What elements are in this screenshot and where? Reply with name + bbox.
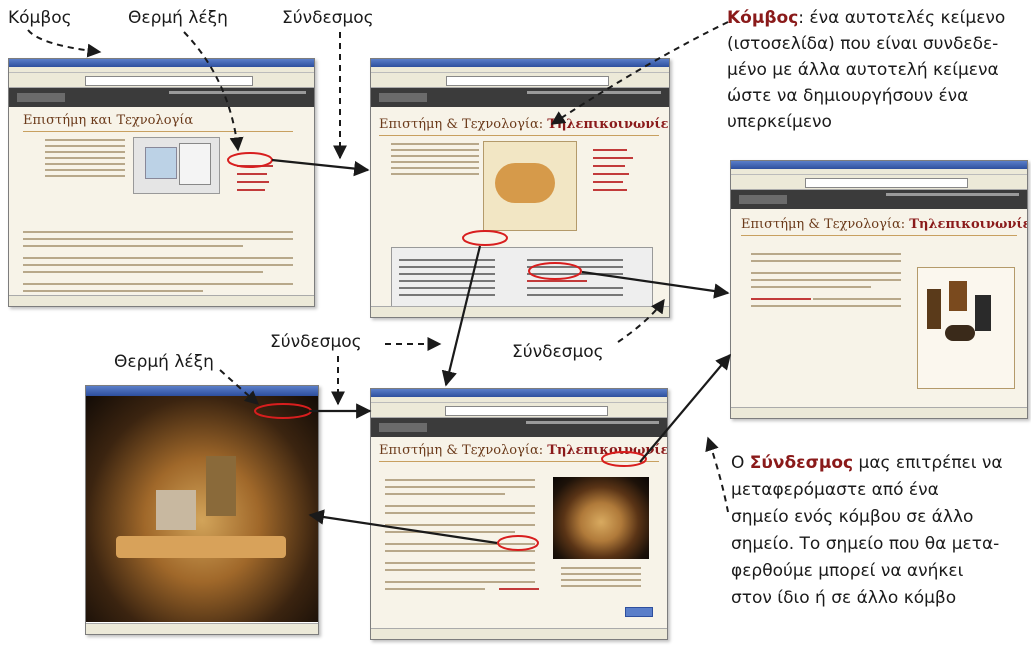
screenshot-window-1: Επιστήμη και Τεχνολογία: [8, 58, 315, 307]
label-node: Κόμβος: [8, 8, 72, 28]
win2-link-panel: [391, 247, 653, 307]
link-desc-line-6: στον ίδιο ή σε άλλο κόμβο: [731, 588, 957, 608]
screenshot-window-2: Επιστήμη & Τεχνολογία: Τηλεπικοινωνίες: [370, 58, 670, 318]
win1-page-title: Επιστήμη και Τεχνολογία: [23, 113, 194, 128]
node-desc-line-3: μένο με άλλα αυτοτελή κείμενα: [727, 60, 999, 80]
screenshot-window-3: Επιστήμη & Τεχνολογία: Τηλεπικοινωνίες: [730, 160, 1028, 419]
pointer-link-desc: [705, 436, 729, 513]
label-link-right: Σύνδεσμος: [512, 342, 604, 362]
label-hotword-top: Θερμή λέξη: [128, 8, 228, 28]
link-description: Ο Σύνδεσμος μας επιτρέπει να μεταφερόμασ…: [731, 450, 1031, 612]
win5-title-topic: Τηλεπικοινωνίες: [547, 443, 668, 458]
win3-title-prefix: Επιστήμη & Τεχνολογία:: [741, 217, 910, 232]
screenshot-window-4: [85, 385, 319, 635]
node-desc-line-1: : ένα αυτοτελές κείμενο: [798, 8, 1006, 28]
node-term: Κόμβος: [727, 8, 799, 28]
label-link-top: Σύνδεσμος: [282, 8, 374, 28]
node-desc-line-4: ώστε να δημιουργήσουν ένα: [727, 86, 969, 106]
link-desc-line-2: μεταφερόμαστε από ένα: [731, 480, 939, 500]
link-desc-line-1: μας επιτρέπει να: [853, 453, 1003, 473]
link-desc-prefix: Ο: [731, 453, 750, 473]
win3-page-title: Επιστήμη & Τεχνολογία: Τηλεπικοινωνίες: [741, 217, 1028, 232]
win5-title-prefix: Επιστήμη & Τεχνολογία:: [379, 443, 548, 458]
win2-title-prefix: Επιστήμη & Τεχνολογία:: [379, 117, 548, 132]
screenshot-window-5: Επιστήμη & Τεχνολογία: Τηλεπικοινωνίες: [370, 388, 668, 640]
node-description: Κόμβος: ένα αυτοτελές κείμενο (ιστοσελίδ…: [727, 5, 1027, 135]
link-term: Σύνδεσμος: [749, 453, 854, 473]
win5-page-title: Επιστήμη & Τεχνολογία: Τηλεπικοινωνίες: [379, 443, 668, 458]
win5-telegraph-thumbnail: [553, 477, 649, 559]
node-desc-line-5: υπερκείμενο: [727, 112, 832, 132]
win2-title-topic: Τηλεπικοινωνίες: [547, 117, 670, 132]
link-desc-line-3: σημείο ενός κόμβου σε άλλο: [731, 507, 974, 527]
link-desc-line-4: σημείο. Το σημείο που θα μετα-: [731, 534, 1000, 554]
telegraph-photo-large: [86, 396, 318, 622]
node-desc-line-2: (ιστοσελίδα) που είναι συνδεδε-: [727, 34, 999, 54]
pointer-node-label: [27, 29, 102, 58]
link-desc-line-5: φερθούμε μπορεί να ανήκει: [731, 561, 964, 581]
label-link-mid: Σύνδεσμος: [270, 332, 362, 352]
win3-title-topic: Τηλεπικοινωνίες: [909, 217, 1028, 232]
win2-page-title: Επιστήμη & Τεχνολογία: Τηλεπικοινωνίες: [379, 117, 670, 132]
label-hotword-mid: Θερμή λέξη: [114, 352, 214, 372]
